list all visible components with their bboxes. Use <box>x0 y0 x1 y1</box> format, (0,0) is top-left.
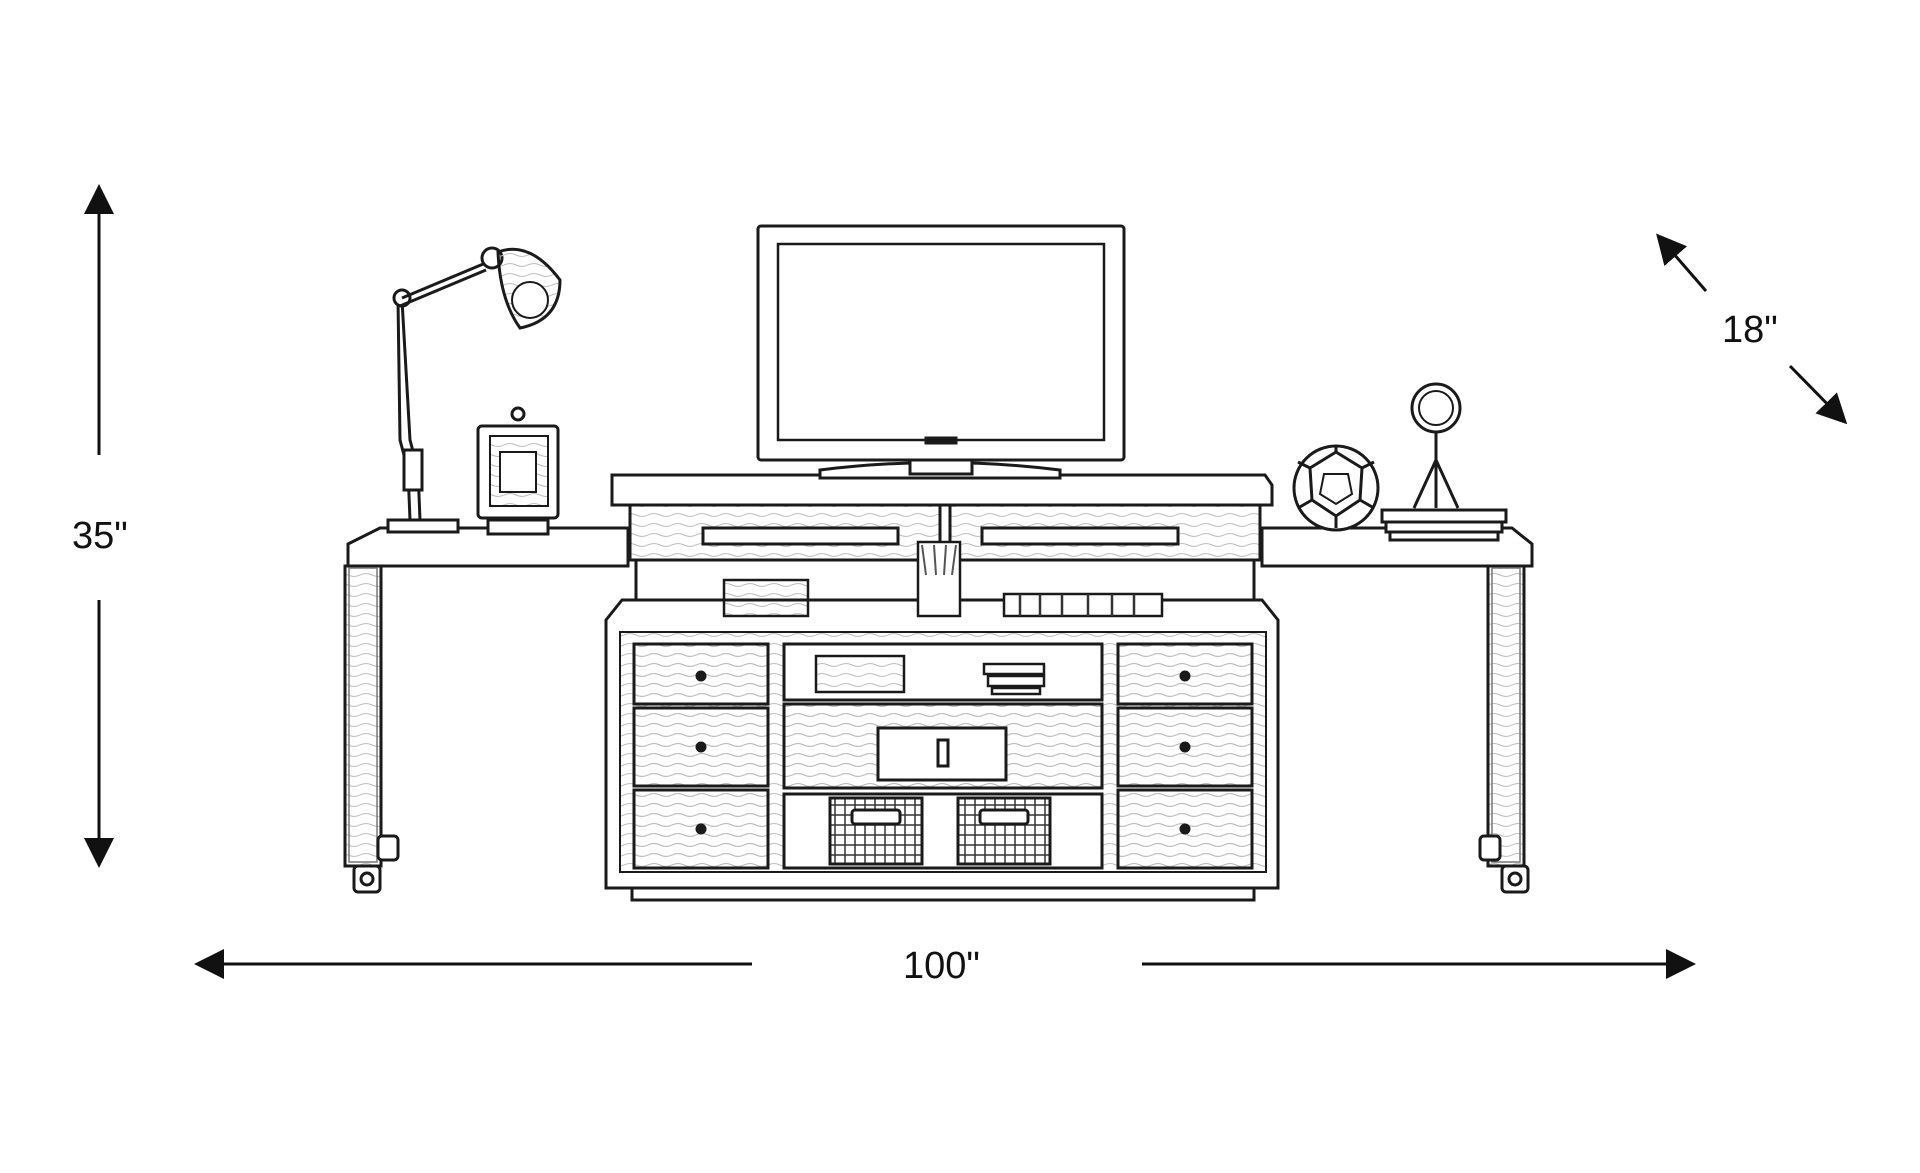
height-label: 35" <box>72 515 128 557</box>
television-icon <box>756 224 1126 480</box>
left-desk-extension <box>343 526 630 894</box>
width-label: 100" <box>903 945 980 987</box>
right-basket <box>956 796 1052 866</box>
width-dimension: 100" <box>194 945 1696 987</box>
tabletop-mirror-icon <box>1380 382 1508 542</box>
depth-arrow-front <box>1788 364 1848 425</box>
left-basket <box>828 796 924 866</box>
depth-arrow-back <box>1656 233 1708 292</box>
media-chest <box>604 473 1280 902</box>
depth-label: 18" <box>1722 309 1778 351</box>
geodesic-sphere-icon <box>1292 444 1380 532</box>
height-dimension: 35" <box>72 184 128 868</box>
desk-lamp-icon <box>386 246 562 534</box>
depth-dimension: 18" <box>1656 233 1848 425</box>
wicker-baskets <box>828 796 1052 866</box>
right-desk-extension <box>1260 526 1534 894</box>
shelf-items <box>722 540 1164 696</box>
clock-icon <box>476 406 560 536</box>
